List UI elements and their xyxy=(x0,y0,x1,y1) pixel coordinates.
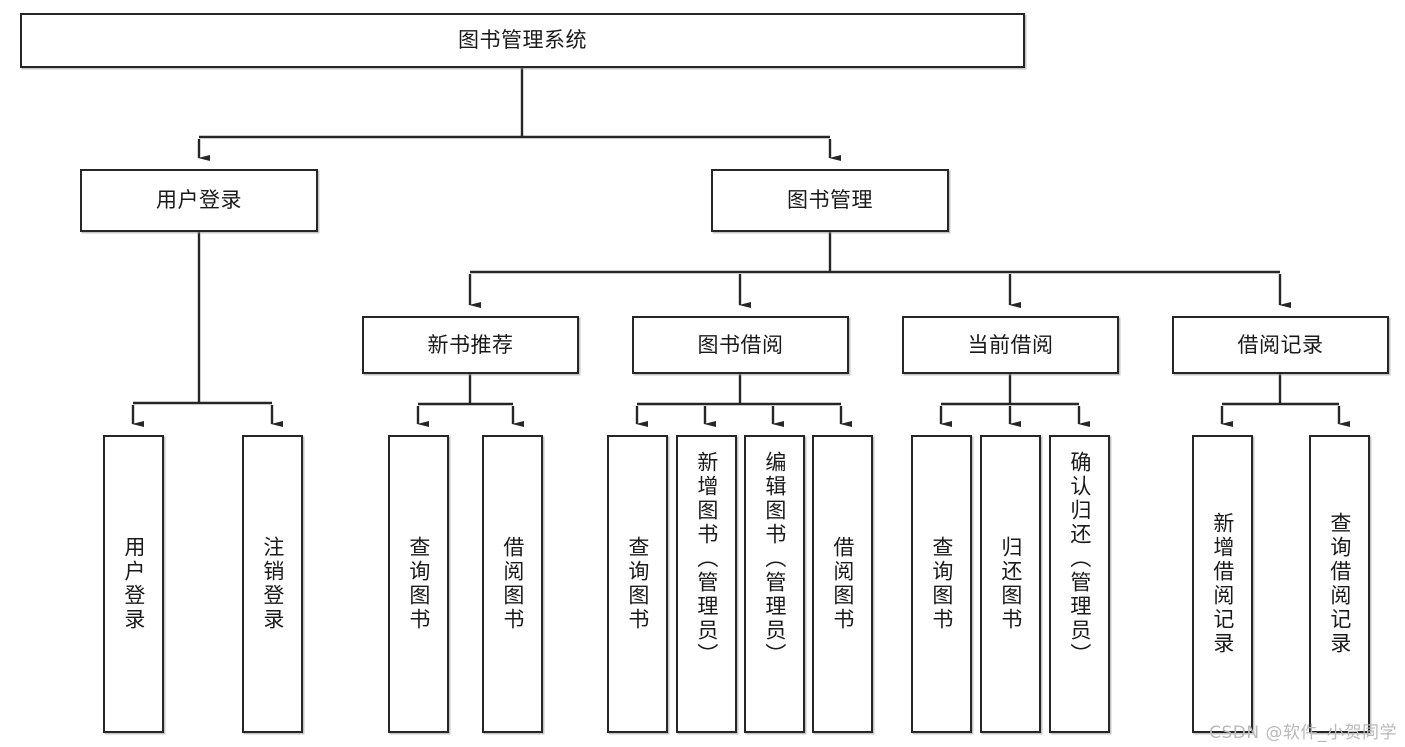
watermark-text: CSDN @软件_小贺同学 xyxy=(1209,723,1397,743)
node-label: 查询图书 xyxy=(625,536,650,632)
node-book-management[interactable]: 图书管理 xyxy=(711,169,949,232)
node-label: 查询图书 xyxy=(406,536,431,632)
leaf-recommend-query-book[interactable]: 查询图书 xyxy=(388,435,449,733)
node-label: 当前借阅 xyxy=(967,332,1054,357)
node-label: 用户登录 xyxy=(156,188,242,213)
node-borrow-records[interactable]: 借阅记录 xyxy=(1172,316,1389,374)
leaf-borrow-query-book[interactable]: 查询图书 xyxy=(607,435,668,733)
node-label: 用户登录 xyxy=(121,536,146,632)
node-root-system[interactable]: 图书管理系统 xyxy=(20,13,1025,68)
node-new-book-recommend[interactable]: 新书推荐 xyxy=(362,316,579,374)
leaf-current-confirm-return-admin[interactable]: 确认归还（管理员） xyxy=(1049,435,1110,733)
node-book-borrow[interactable]: 图书借阅 xyxy=(632,316,849,374)
node-label: 借阅图书 xyxy=(500,536,525,632)
node-label: 编辑图书（管理员） xyxy=(762,451,787,667)
node-label: 新增图书（管理员） xyxy=(694,451,719,667)
node-label: 图书管理 xyxy=(787,188,873,213)
node-label: 图书借阅 xyxy=(697,332,784,357)
node-label: 借阅记录 xyxy=(1237,332,1324,357)
leaf-recommend-borrow-book[interactable]: 借阅图书 xyxy=(482,435,543,733)
node-label: 图书管理系统 xyxy=(458,28,587,53)
node-label: 借阅图书 xyxy=(830,536,855,632)
node-label: 查询借阅记录 xyxy=(1327,512,1352,656)
leaf-records-add-record[interactable]: 新增借阅记录 xyxy=(1192,435,1253,733)
node-label: 查询图书 xyxy=(929,536,954,632)
leaf-records-query-record[interactable]: 查询借阅记录 xyxy=(1309,435,1370,733)
node-label: 确认归还（管理员） xyxy=(1067,451,1092,667)
node-current-borrow[interactable]: 当前借阅 xyxy=(902,316,1119,374)
leaf-borrow-add-book-admin[interactable]: 新增图书（管理员） xyxy=(676,435,737,733)
leaf-borrow-borrow-book[interactable]: 借阅图书 xyxy=(812,435,873,733)
leaf-borrow-edit-book-admin[interactable]: 编辑图书（管理员） xyxy=(744,435,805,733)
node-label: 注销登录 xyxy=(260,536,285,632)
leaf-user-logout[interactable]: 注销登录 xyxy=(242,435,303,733)
leaf-user-login[interactable]: 用户登录 xyxy=(103,435,164,733)
node-label: 新增借阅记录 xyxy=(1210,512,1235,656)
leaf-current-return-book[interactable]: 归还图书 xyxy=(980,435,1041,733)
node-label: 新书推荐 xyxy=(427,332,514,357)
leaf-current-query-book[interactable]: 查询图书 xyxy=(911,435,972,733)
node-label: 归还图书 xyxy=(998,536,1023,632)
node-user-login[interactable]: 用户登录 xyxy=(80,169,318,232)
